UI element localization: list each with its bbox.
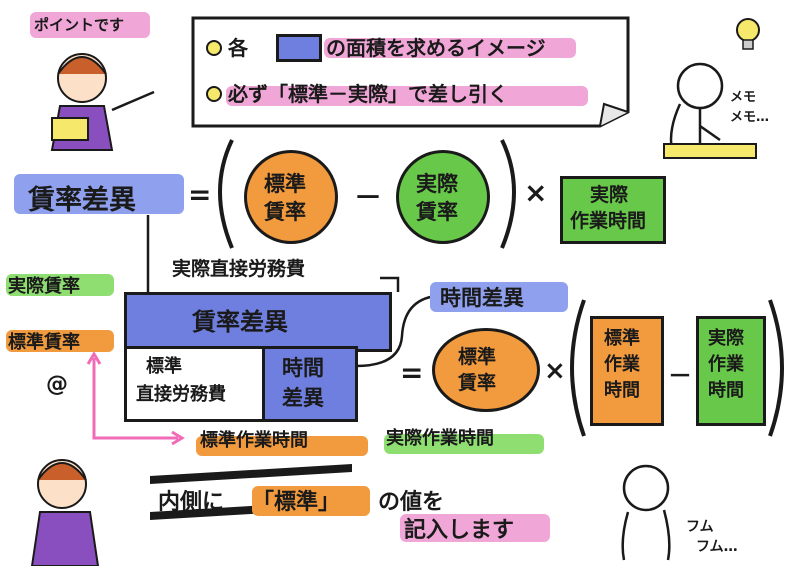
actual-rate-label-highlight bbox=[6, 274, 114, 296]
rate-variance-highlight bbox=[14, 174, 184, 214]
standard-hours-label-highlight bbox=[196, 436, 368, 456]
note-line1-b: 「標準」 bbox=[252, 490, 341, 515]
inner-left-line1: 標準 bbox=[146, 356, 182, 377]
bullet1-highlight bbox=[324, 38, 576, 58]
note-line2: 記入します bbox=[404, 518, 515, 543]
bullet2-text: 必ず「標準－実際」で差し引く bbox=[228, 82, 508, 106]
note-line2-highlight bbox=[400, 514, 550, 542]
standard-hours-line1: 標準 bbox=[604, 328, 640, 349]
standard-hours-line3: 時間 bbox=[604, 380, 640, 401]
standard-labor-cost-area bbox=[124, 346, 268, 422]
standard-rate-line1: 標準 bbox=[264, 172, 306, 196]
note-standard-highlight bbox=[252, 486, 370, 516]
actual-hours-line2: 作業時間 bbox=[570, 210, 647, 232]
actual-hours-box bbox=[560, 176, 666, 244]
standard-hours-line2: 作業 bbox=[604, 354, 640, 375]
inner-left-line2: 直接労務費 bbox=[136, 384, 226, 405]
memo-line2: メモ… bbox=[730, 110, 770, 125]
bottom-label-standard-hours: 標準作業時間 bbox=[200, 430, 308, 451]
standard-rate-line2: 賃率 bbox=[264, 200, 306, 224]
bullet2-highlight bbox=[226, 86, 588, 106]
memo-line1: メモ bbox=[730, 90, 757, 105]
formula2-minus: － bbox=[668, 362, 692, 390]
actual-hours-box-2 bbox=[696, 316, 766, 426]
bullet1-text: の面積を求めるイメージ bbox=[326, 36, 546, 60]
time-variance-area bbox=[262, 346, 358, 422]
bottom-label-actual-hours: 実際作業時間 bbox=[386, 428, 494, 449]
left-label-standard-rate: 標準賃率 bbox=[8, 332, 80, 353]
note-line1-c: の値を bbox=[378, 490, 445, 515]
actual-rate-line2: 賃率 bbox=[416, 200, 458, 224]
time-variance-highlight bbox=[430, 282, 568, 312]
actual-hours-line1: 実際 bbox=[590, 184, 629, 206]
area-swatch bbox=[276, 34, 322, 62]
actual-rate-circle bbox=[396, 150, 490, 244]
top-bar-label: 賃率差異 bbox=[192, 308, 288, 336]
formula2-times: × bbox=[544, 356, 566, 386]
formula2-standard-rate-line1: 標準 bbox=[458, 346, 497, 368]
actual-hours-label-highlight bbox=[384, 434, 544, 454]
standard-hours-box bbox=[590, 316, 664, 426]
point-label: ポイントです bbox=[34, 16, 125, 34]
standard-rate-circle bbox=[244, 150, 338, 244]
actual-hours2-line1: 実際 bbox=[708, 328, 744, 349]
bullet1-prefix: 各 bbox=[228, 36, 248, 60]
left-label-actual-rate: 実際賃率 bbox=[8, 276, 80, 297]
formula1-equals: = bbox=[188, 178, 212, 211]
inner-right-line1: 時間 bbox=[282, 356, 324, 380]
outer-label: 実際直接労務費 bbox=[172, 258, 306, 280]
formula2-equals: = bbox=[400, 356, 424, 389]
at-symbol: @ bbox=[46, 372, 68, 397]
standard-rate-label-highlight bbox=[6, 330, 114, 352]
fumu-line1: フム bbox=[686, 519, 714, 535]
bullet-dot bbox=[206, 40, 222, 56]
actual-hours2-line2: 作業 bbox=[708, 354, 744, 375]
formula2-standard-rate-line2: 賃率 bbox=[458, 372, 497, 394]
bullet-dot bbox=[206, 86, 222, 102]
formula2-standard-rate-circle bbox=[432, 328, 540, 412]
note-line1-a: 内側に bbox=[158, 490, 225, 515]
formula1-times: × bbox=[524, 176, 548, 209]
point-label-highlight bbox=[30, 12, 150, 38]
formula2-lhs: 時間差異 bbox=[440, 286, 524, 310]
fumu-line2: フム… bbox=[696, 539, 738, 555]
formula1-minus: － bbox=[354, 181, 383, 214]
inner-right-line2: 差異 bbox=[282, 386, 324, 410]
actual-hours2-line3: 時間 bbox=[708, 380, 744, 401]
formula1-lhs: 賃率差異 bbox=[28, 185, 136, 216]
actual-rate-line1: 実際 bbox=[416, 172, 458, 196]
